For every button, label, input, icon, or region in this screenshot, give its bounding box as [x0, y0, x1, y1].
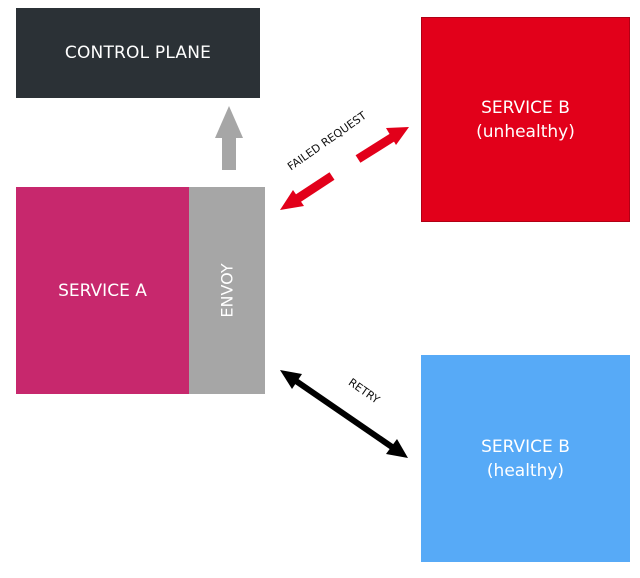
- retry-arrow: [280, 370, 408, 458]
- failed-request-label: FAILED REQUEST: [285, 109, 369, 173]
- failed-request-outgoing-arrow: [355, 127, 409, 163]
- service-b-healthy-box: SERVICE B (healthy): [421, 355, 630, 562]
- service-b-unhealthy-title: SERVICE B: [481, 97, 570, 118]
- control-plane-label: CONTROL PLANE: [64, 43, 212, 63]
- service-a-label: SERVICE A: [58, 280, 147, 301]
- retry-label: RETRY: [346, 376, 382, 407]
- service-b-unhealthy-box: SERVICE B (unhealthy): [421, 17, 630, 222]
- service-b-healthy-status: (healthy): [486, 460, 565, 481]
- envoy-sidecar-box: ENVOY: [189, 187, 265, 394]
- service-a-box: SERVICE A: [16, 187, 189, 394]
- service-b-healthy-title: SERVICE B: [481, 436, 570, 457]
- control-plane-box: CONTROL PLANE: [16, 8, 260, 98]
- failed-request-return-arrow: [280, 172, 335, 210]
- envoy-to-control-plane-arrow: [215, 106, 243, 170]
- envoy-label: ENVOY: [217, 263, 237, 318]
- service-b-unhealthy-status: (unhealthy): [476, 121, 575, 142]
